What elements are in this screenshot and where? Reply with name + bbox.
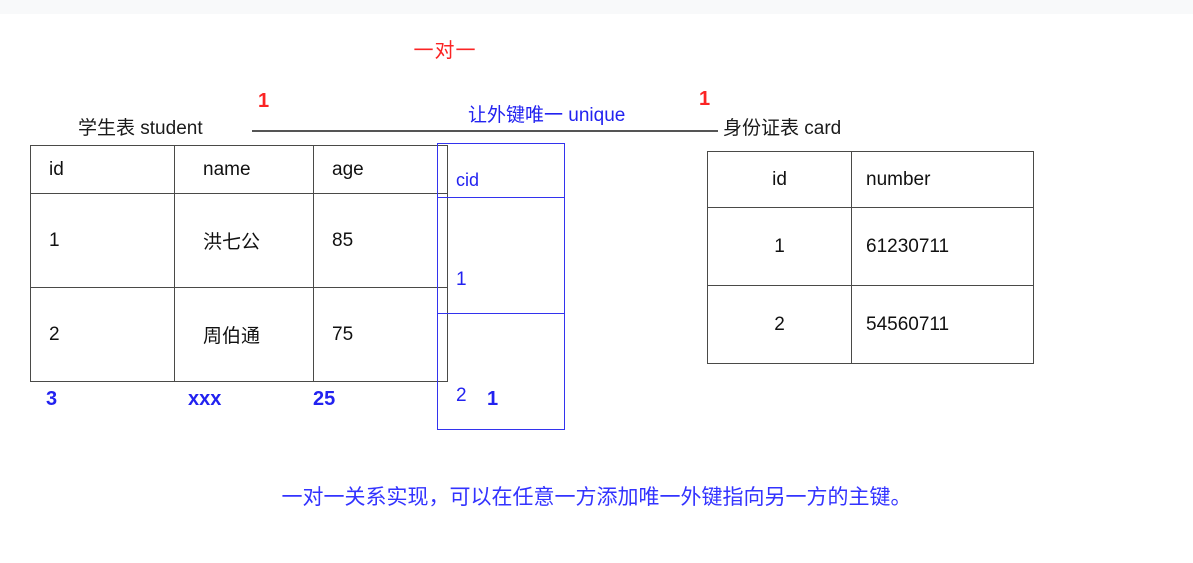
fk-header-row: cid: [437, 143, 565, 198]
card-header-row: id number: [707, 151, 1034, 208]
cardinality-right: 1: [699, 88, 711, 110]
card-cell-number: 61230711: [851, 207, 1034, 286]
student-row: 2 周伯通 75: [30, 287, 448, 382]
student-header-row: id name age: [30, 145, 448, 194]
card-cell-id: 2: [707, 285, 852, 364]
student-cell-age: 75: [313, 287, 448, 382]
top-strip: [0, 0, 1193, 14]
student-header-name: name: [174, 145, 314, 194]
student-header-id: id: [30, 145, 175, 194]
bottom-note: 一对一关系实现，可以在任意一方添加唯一外键指向另一方的主键。: [281, 486, 912, 509]
card-header-id: id: [707, 151, 852, 208]
card-cell-number: 54560711: [851, 285, 1034, 364]
fk-cell-cid: 1: [437, 197, 565, 314]
relation-connector-line: [252, 130, 717, 132]
student-cell-age: 85: [313, 193, 448, 288]
fk-header-cid: cid: [437, 143, 565, 198]
pending-row-age: 25: [313, 388, 336, 410]
fk-row: 2: [437, 313, 565, 430]
student-cell-id: 1: [30, 193, 175, 288]
student-table: id name age 1 洪七公 85 2 周伯通 75: [30, 145, 448, 382]
card-header-number: number: [851, 151, 1034, 208]
pending-row-name: xxx: [188, 388, 222, 410]
relation-connector-stub: [700, 130, 718, 132]
student-cell-name: 洪七公: [174, 193, 314, 288]
student-fk-column: cid 1 2: [437, 143, 565, 430]
card-row: 1 61230711: [707, 207, 1034, 286]
student-cell-name: 周伯通: [174, 287, 314, 382]
cardinality-left: 1: [258, 90, 270, 112]
diagram-title: 一对一: [413, 40, 477, 62]
fk-cell-cid: 2: [437, 313, 565, 430]
fk-row: 1: [437, 197, 565, 314]
card-table-caption: 身份证表 card: [723, 118, 842, 139]
card-table: id number 1 61230711 2 54560711: [707, 151, 1034, 364]
student-table-caption: 学生表 student: [78, 118, 203, 139]
student-cell-id: 2: [30, 287, 175, 382]
pending-row-id: 3: [46, 388, 58, 410]
card-row: 2 54560711: [707, 285, 1034, 364]
student-row: 1 洪七公 85: [30, 193, 448, 288]
card-cell-id: 1: [707, 207, 852, 286]
relation-note: 让外键唯一 unique: [468, 105, 626, 126]
pending-row-cid: 1: [487, 388, 499, 410]
student-header-age: age: [313, 145, 448, 194]
